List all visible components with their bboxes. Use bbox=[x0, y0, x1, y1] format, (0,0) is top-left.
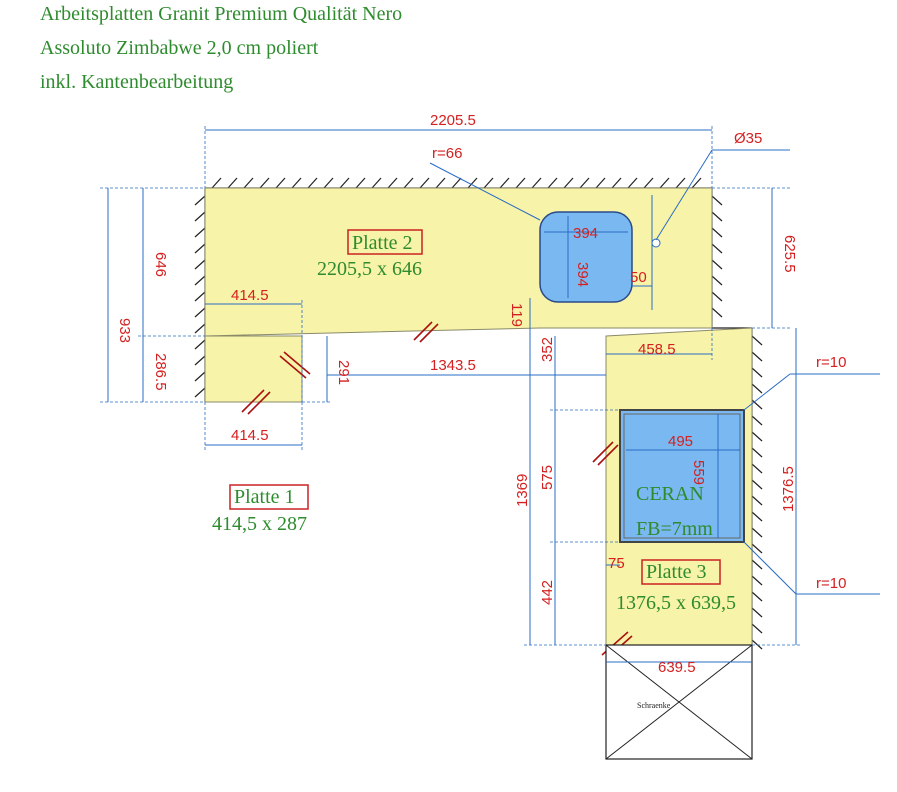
dim-radius-10-top: r=10 bbox=[816, 354, 846, 371]
platte-1-size: 414,5 x 287 bbox=[212, 513, 307, 535]
dim-933: 933 bbox=[116, 318, 133, 343]
tap-hole-icon bbox=[651, 238, 661, 248]
dim-414-5-top: 414.5 bbox=[231, 287, 269, 304]
header-line-2: Assoluto Zimbabwe 2,0 cm poliert bbox=[40, 37, 319, 59]
cabinet-label: Schraenke bbox=[637, 701, 671, 710]
platte-1-name-box bbox=[229, 484, 309, 510]
platte-3-name: Platte 3 bbox=[646, 561, 707, 583]
hob-label-ceran: CERAN bbox=[636, 483, 704, 505]
platte-3-size: 1376,5 x 639,5 bbox=[616, 592, 736, 614]
dim-diameter-35: Ø35 bbox=[734, 130, 762, 147]
platte-2-name: Platte 2 bbox=[352, 232, 413, 254]
platte-3-name-box bbox=[641, 559, 721, 585]
platte-2-size: 2205,5 x 646 bbox=[317, 258, 422, 280]
dim-radius-66: r=66 bbox=[432, 145, 462, 162]
dim-50: 50 bbox=[630, 269, 647, 286]
dim-ceran-height: 559 bbox=[690, 460, 707, 485]
dim-1343-5: 1343.5 bbox=[430, 357, 476, 374]
dim-119: 119 bbox=[508, 303, 525, 327]
dim-ceran-width: 495 bbox=[668, 433, 693, 450]
platte-1-slab bbox=[204, 335, 303, 403]
dim-sink-width: 394 bbox=[573, 225, 598, 242]
dim-458-5: 458.5 bbox=[638, 341, 676, 358]
header-line-3: inkl. Kantenbearbeitung bbox=[40, 71, 233, 93]
platte-2-name-box bbox=[347, 229, 423, 255]
hob-label-fb: FB=7mm bbox=[636, 518, 713, 540]
dim-625-5: 625.5 bbox=[781, 235, 798, 273]
ceran-hob-cutout bbox=[619, 409, 745, 543]
platte-1-name: Platte 1 bbox=[234, 486, 295, 508]
dim-414-5-bottom: 414.5 bbox=[231, 427, 269, 444]
dim-1369: 1369 bbox=[514, 474, 531, 507]
header-line-1: Arbeitsplatten Granit Premium Qualität N… bbox=[40, 3, 402, 25]
dim-total-length: 2205.5 bbox=[430, 112, 476, 129]
dim-sink-height: 394 bbox=[574, 262, 591, 287]
dim-639-5: 639.5 bbox=[658, 659, 696, 676]
dim-646: 646 bbox=[152, 252, 169, 277]
dim-442: 442 bbox=[539, 580, 556, 605]
dim-352: 352 bbox=[539, 337, 556, 362]
platte-2-slab bbox=[204, 187, 713, 337]
dim-radius-10-bottom: r=10 bbox=[816, 575, 846, 592]
sink-cutout bbox=[539, 195, 661, 310]
cabinet-box bbox=[605, 644, 753, 760]
dim-575: 575 bbox=[539, 465, 556, 490]
dim-291: 291 bbox=[335, 360, 352, 385]
dimension-lines bbox=[100, 126, 880, 663]
dim-1376-5: 1376.5 bbox=[780, 466, 797, 512]
dim-75: 75 bbox=[608, 555, 625, 572]
dim-286-5: 286.5 bbox=[152, 353, 169, 391]
